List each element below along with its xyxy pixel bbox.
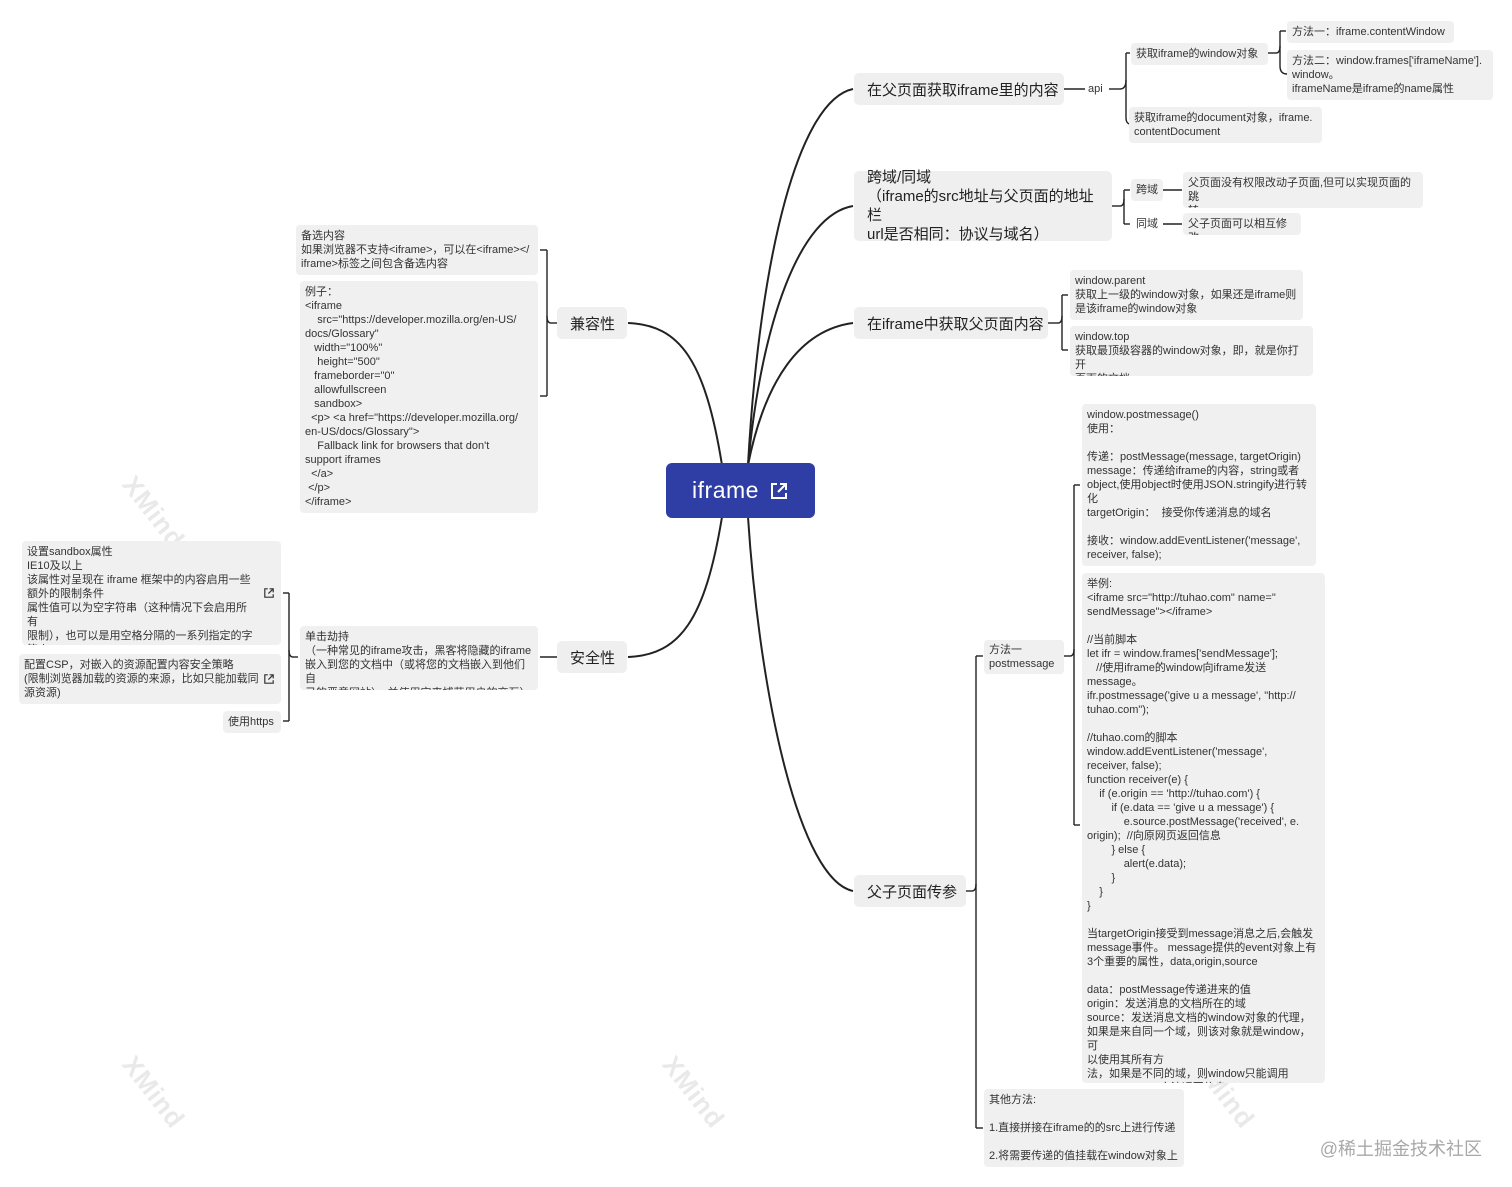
https-node[interactable]: 使用https xyxy=(223,711,281,733)
postmessage-method-node[interactable]: 方法一 postmessage xyxy=(984,640,1064,674)
branch-compat[interactable]: 兼容性 xyxy=(557,307,627,339)
central-topic[interactable]: iframe xyxy=(666,463,815,518)
compat-example-node[interactable]: 例子： <iframe src="https://developer.mozil… xyxy=(300,281,538,513)
document-object-node[interactable]: 获取iframe的document对象，iframe. contentDocum… xyxy=(1129,107,1322,143)
branch-parent-get[interactable]: 在父页面获取iframe里的内容 xyxy=(854,73,1064,105)
sandbox-node[interactable]: 设置sandbox属性 IE10及以上 该属性对呈现在 iframe 框架中的内… xyxy=(22,541,281,645)
method1-node[interactable]: 方法一：iframe.contentWindow xyxy=(1287,21,1454,43)
cross-domain-node[interactable]: 跨域 xyxy=(1131,179,1163,201)
window-object-node[interactable]: 获取iframe的window对象 xyxy=(1131,43,1268,65)
branch-pass-params[interactable]: 父子页面传参 xyxy=(854,875,966,907)
central-topic-label: iframe xyxy=(692,477,759,503)
same-domain-node[interactable]: 同域 xyxy=(1136,218,1158,230)
postmessage-usage-node[interactable]: window.postmessage() 使用： 传递：postMessage(… xyxy=(1082,404,1316,566)
branch-cross-domain[interactable]: 跨域/同域 （iframe的src地址与父页面的地址栏 url是否相同：协议与域… xyxy=(854,169,1112,243)
same-domain-note[interactable]: 父子页面可以相互修改 xyxy=(1183,213,1301,235)
window-top-node[interactable]: window.top 获取最顶级容器的window对象，即，就是你打开 页面的文… xyxy=(1070,326,1313,376)
other-methods-node[interactable]: 其他方法: 1.直接拼接在iframe的的src上进行传递 2.将需要传递的值挂… xyxy=(984,1089,1184,1167)
external-link-icon[interactable] xyxy=(263,587,275,599)
csp-node[interactable]: 配置CSP，对嵌入的资源配置内容安全策略 (限制浏览器加载的资源的来源，比如只能… xyxy=(19,654,281,704)
branch-child-get[interactable]: 在iframe中获取父页面内容 xyxy=(854,307,1048,339)
external-link-icon[interactable] xyxy=(263,673,275,685)
branch-security[interactable]: 安全性 xyxy=(557,641,627,673)
footer-credit: @稀土掘金技术社区 xyxy=(1319,1139,1482,1159)
method2-node[interactable]: 方法二：window.frames['iframeName']. window。… xyxy=(1287,50,1493,100)
fallback-content-node[interactable]: 备选内容 如果浏览器不支持<iframe>，可以在<iframe></ ifra… xyxy=(296,225,538,275)
cross-domain-note[interactable]: 父页面没有权限改动子页面,但可以实现页面的跳 转 xyxy=(1183,172,1423,208)
window-parent-node[interactable]: window.parent 获取上一级的window对象，如果还是iframe则… xyxy=(1070,270,1303,320)
external-link-icon[interactable] xyxy=(769,481,789,501)
api-label[interactable]: api xyxy=(1088,83,1103,95)
clickjacking-node[interactable]: 单击劫持 （一种常见的iframe攻击，黑客将隐藏的iframe 嵌入到您的文档… xyxy=(300,626,538,690)
postmessage-example-node[interactable]: 举例: <iframe src="http://tuhao.com" name=… xyxy=(1082,573,1325,1083)
